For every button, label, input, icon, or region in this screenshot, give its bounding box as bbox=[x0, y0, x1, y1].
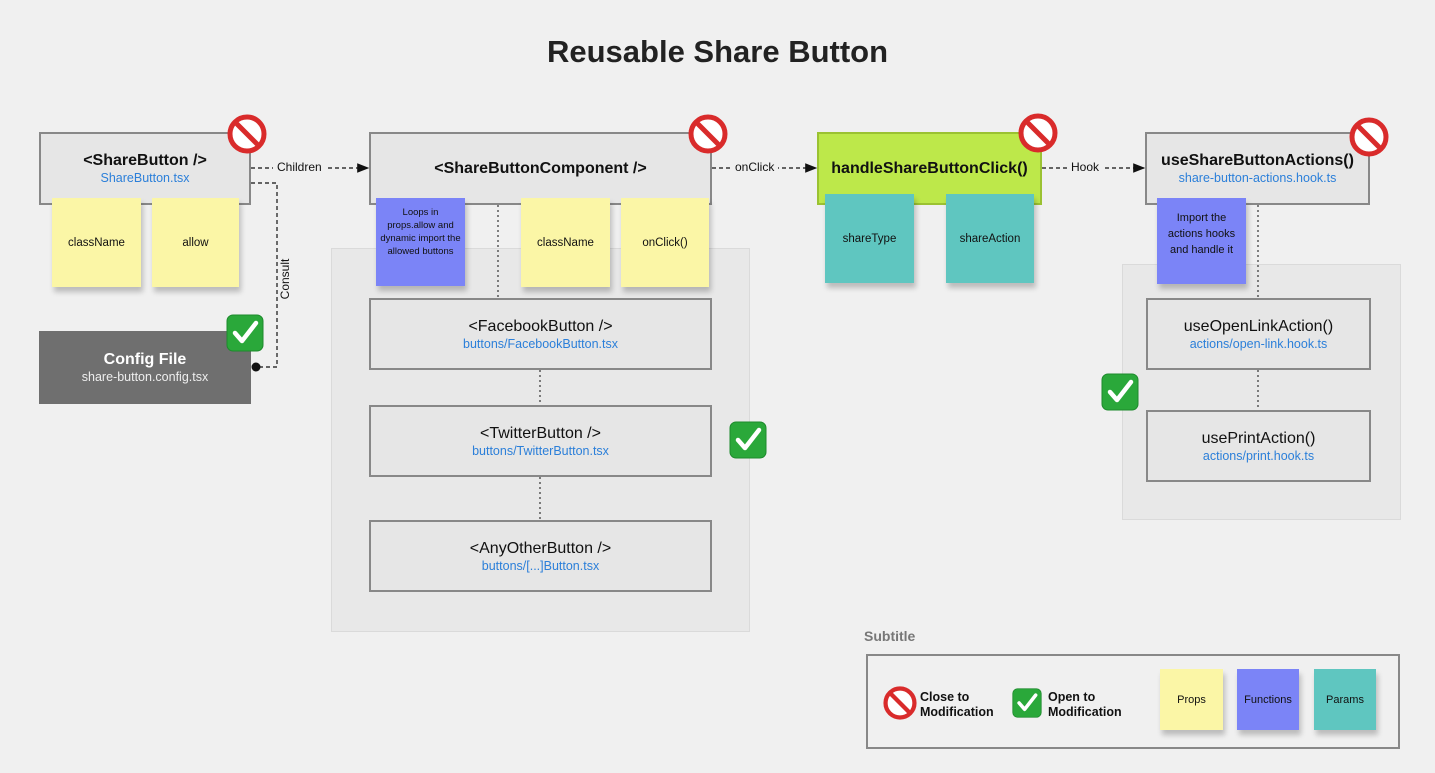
legend-props-swatch: Props bbox=[1160, 669, 1223, 730]
node-name: <AnyOtherButton /> bbox=[469, 539, 612, 557]
share-button-node[interactable]: <ShareButton /> ShareButton.tsx bbox=[39, 132, 251, 205]
check-mark-icon bbox=[226, 314, 264, 352]
sticky-prop-classname: className bbox=[52, 198, 141, 287]
node-name: handleShareButtonClick() bbox=[831, 159, 1028, 177]
sticky-function-loops: Loops in props.allow and dynamic import … bbox=[376, 198, 465, 286]
node-file: buttons/FacebookButton.tsx bbox=[463, 336, 618, 351]
facebook-button-node[interactable]: <FacebookButton /> buttons/FacebookButto… bbox=[369, 298, 712, 370]
node-name: <TwitterButton /> bbox=[480, 424, 601, 442]
check-mark-icon bbox=[1012, 688, 1042, 718]
check-mark-icon bbox=[729, 421, 767, 459]
edge-label-onclick: onClick bbox=[731, 160, 779, 174]
config-file-node[interactable]: Config File share-button.config.tsx bbox=[39, 331, 251, 404]
node-name: Config File bbox=[103, 351, 187, 368]
node-file: actions/open-link.hook.ts bbox=[1189, 336, 1328, 351]
check-mark-icon bbox=[1101, 373, 1139, 411]
node-name: useOpenLinkAction() bbox=[1183, 317, 1334, 335]
edge-label-hook: Hook bbox=[1067, 160, 1104, 174]
consult-endpoint bbox=[251, 362, 261, 372]
sticky-prop-onclick: onClick() bbox=[621, 198, 709, 287]
legend-open-label: Open to Modification bbox=[1048, 690, 1122, 719]
node-file: actions/print.hook.ts bbox=[1202, 448, 1315, 463]
edge-consult bbox=[251, 182, 278, 368]
twitter-button-node[interactable]: <TwitterButton /> buttons/TwitterButton.… bbox=[369, 405, 712, 477]
node-file: buttons/TwitterButton.tsx bbox=[472, 443, 609, 458]
page-title: Reusable Share Button bbox=[546, 34, 889, 69]
node-name: <FacebookButton /> bbox=[468, 317, 613, 335]
legend-subtitle: Subtitle bbox=[864, 628, 916, 644]
sticky-param-sharetype: shareType bbox=[825, 194, 914, 283]
no-entry-icon bbox=[227, 114, 267, 154]
node-name: <ShareButtonComponent /> bbox=[434, 159, 647, 177]
node-file: share-button.config.tsx bbox=[81, 370, 209, 384]
legend-box bbox=[866, 654, 1400, 749]
handle-click-node[interactable]: handleShareButtonClick() bbox=[817, 132, 1042, 205]
node-name: <ShareButton /> bbox=[83, 152, 207, 169]
sticky-param-shareaction: shareAction bbox=[946, 194, 1034, 283]
no-entry-icon bbox=[1018, 113, 1058, 153]
use-actions-node[interactable]: useShareButtonActions() share-button-act… bbox=[1145, 132, 1370, 205]
edge-label-consult: Consult bbox=[278, 257, 292, 301]
legend-close-label: Close to Modification bbox=[920, 690, 994, 719]
sticky-prop-allow: allow bbox=[152, 198, 239, 287]
sticky-function-import-actions: Import the actions hooks and handle it bbox=[1157, 198, 1246, 284]
node-file: share-button-actions.hook.ts bbox=[1178, 171, 1337, 185]
any-other-button-node[interactable]: <AnyOtherButton /> buttons/[...]Button.t… bbox=[369, 520, 712, 592]
open-link-action-node[interactable]: useOpenLinkAction() actions/open-link.ho… bbox=[1146, 298, 1371, 370]
edge-label-children: Children bbox=[273, 160, 326, 174]
share-button-component-node[interactable]: <ShareButtonComponent /> bbox=[369, 132, 712, 205]
no-entry-icon bbox=[688, 114, 728, 154]
node-name: useShareButtonActions() bbox=[1161, 152, 1354, 169]
sticky-prop-classname-component: className bbox=[521, 198, 610, 287]
node-file: ShareButton.tsx bbox=[100, 171, 190, 185]
node-file: buttons/[...]Button.tsx bbox=[481, 558, 600, 573]
legend-params-swatch: Params bbox=[1314, 669, 1376, 730]
legend-functions-swatch: Functions bbox=[1237, 669, 1299, 730]
no-entry-icon bbox=[1349, 117, 1389, 157]
node-name: usePrintAction() bbox=[1201, 429, 1316, 447]
no-entry-icon bbox=[883, 686, 917, 720]
print-action-node[interactable]: usePrintAction() actions/print.hook.ts bbox=[1146, 410, 1371, 482]
